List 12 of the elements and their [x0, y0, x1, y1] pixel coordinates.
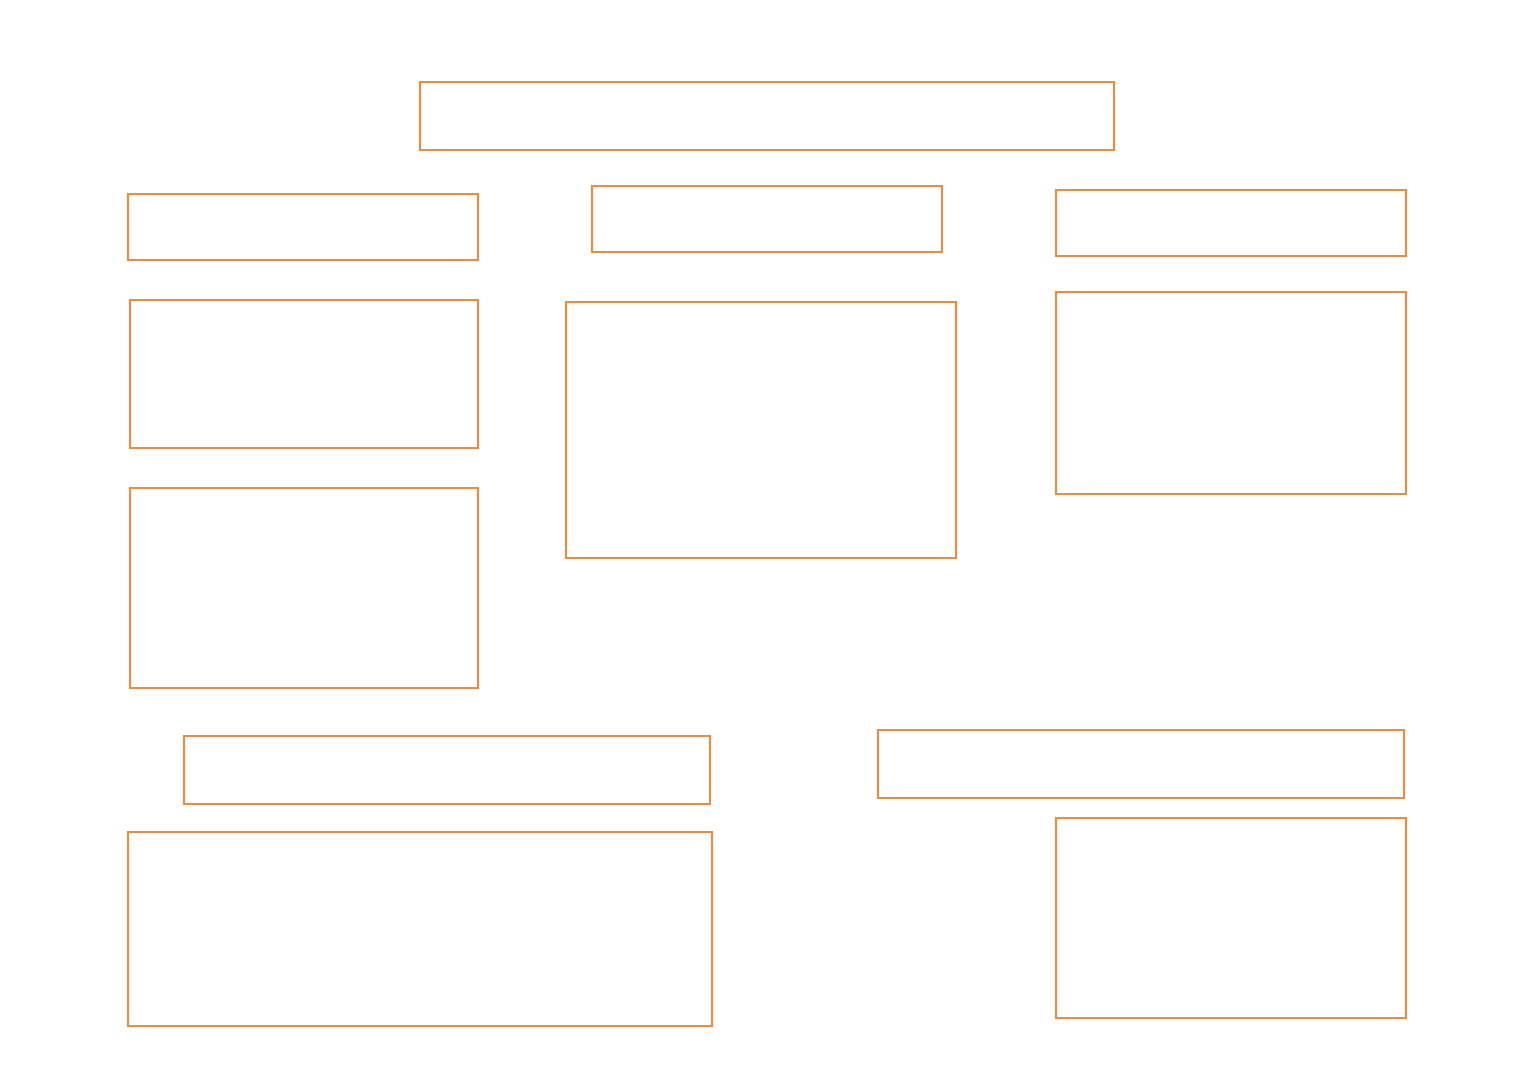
empty-box: [182, 734, 712, 806]
empty-box: [1054, 290, 1408, 496]
empty-box: [876, 728, 1406, 800]
empty-box: [564, 300, 958, 560]
empty-box: [1054, 816, 1408, 1020]
empty-box: [590, 184, 944, 254]
empty-box: [1054, 188, 1408, 258]
empty-box: [128, 298, 480, 450]
empty-box: [418, 80, 1116, 152]
empty-box: [128, 486, 480, 690]
empty-box: [126, 830, 714, 1028]
empty-box: [126, 192, 480, 262]
